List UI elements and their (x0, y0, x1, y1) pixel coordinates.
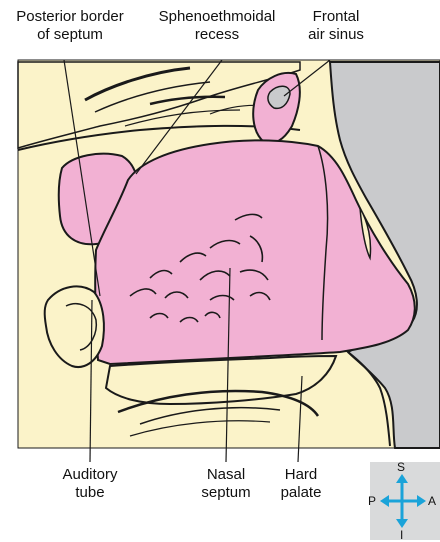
compass-arrowhead-up (396, 474, 408, 483)
label-line: recess (142, 26, 292, 44)
label-line: Sphenoethmoidal (142, 8, 292, 26)
label-line: air sinus (296, 26, 376, 44)
label-posterior-border-of-septum: Posterior border of septum (0, 8, 140, 44)
label-sphenoethmoidal-recess: Sphenoethmoidal recess (142, 8, 292, 44)
compass-arrowhead-left (380, 495, 389, 507)
label-line: palate (256, 484, 346, 502)
label-line: Frontal (296, 8, 376, 26)
compass-label-anterior: A (428, 494, 436, 508)
label-hard-palate: Hard palate (256, 466, 346, 502)
compass-label-superior: S (397, 460, 405, 474)
label-line: tube (40, 484, 140, 502)
compass-label-posterior: P (368, 494, 376, 508)
label-frontal-air-sinus: Frontal air sinus (296, 8, 376, 44)
label-line: Hard (256, 466, 346, 484)
label-auditory-tube: Auditory tube (40, 466, 140, 502)
compass-arrowhead-down (396, 519, 408, 528)
label-line: of septum (0, 26, 140, 44)
compass-arrowhead-right (417, 495, 426, 507)
label-line: Auditory (40, 466, 140, 484)
orientation-compass: S P A I (370, 462, 440, 540)
label-line: Posterior border (0, 8, 140, 26)
